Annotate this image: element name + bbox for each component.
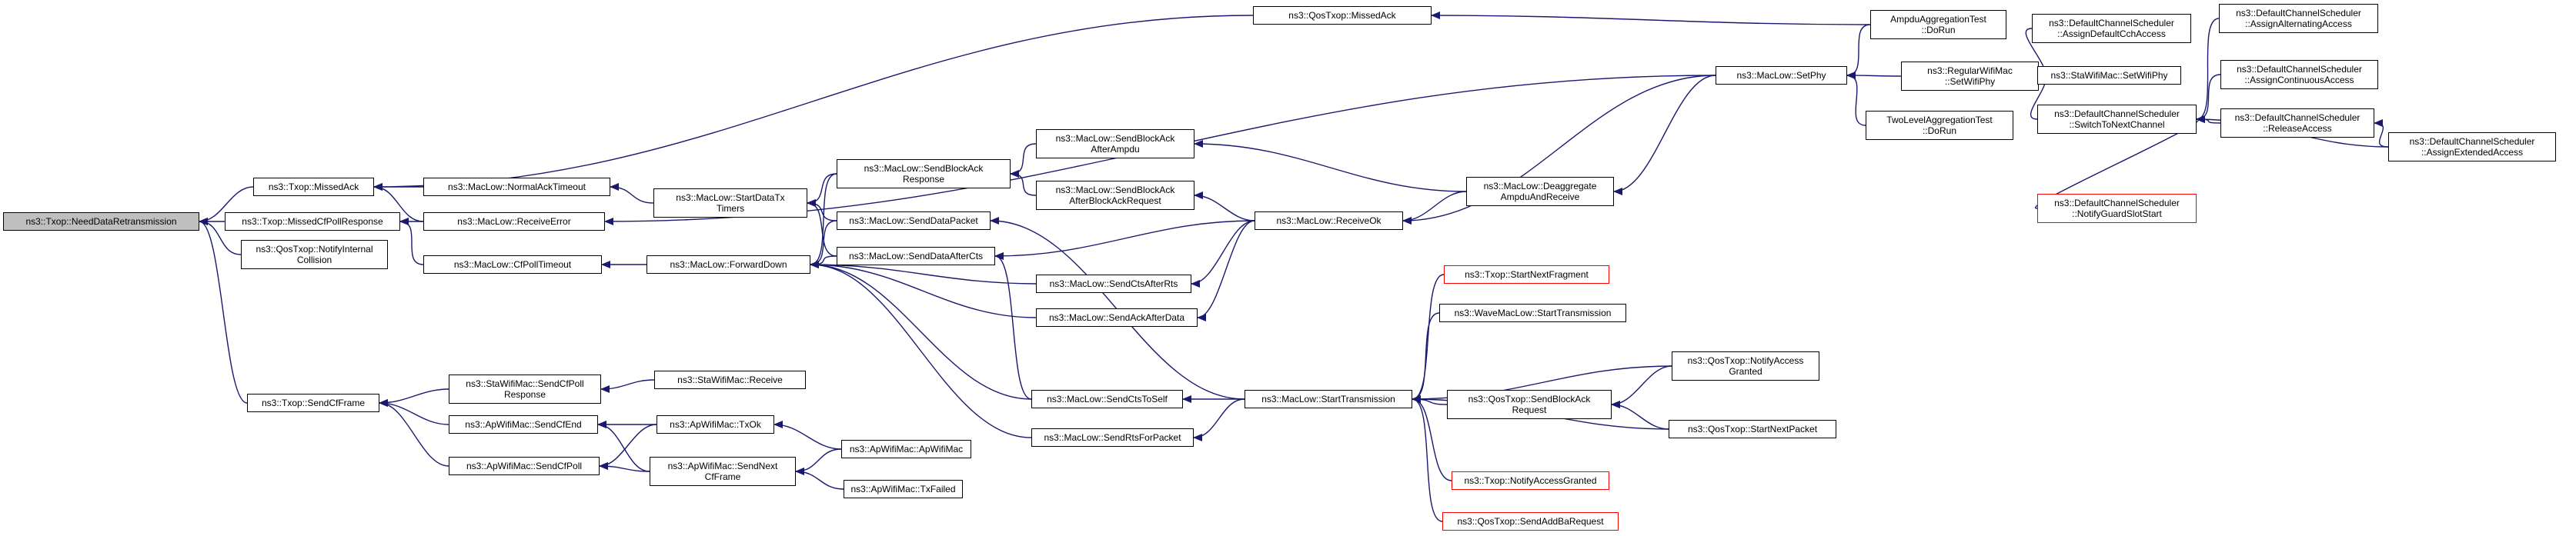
node-scheduler-assign-extended-access[interactable]: ns3::DefaultChannelScheduler ::AssignExt…	[2388, 132, 2556, 161]
node-txop-send-cf-frame[interactable]: ns3::Txop::SendCfFrame	[247, 394, 379, 412]
edge-n16-to-n11	[599, 462, 650, 472]
edge-n11-to-n4	[379, 399, 449, 467]
node-txop-start-next-fragment[interactable]: ns3::Txop::StartNextFragment	[1444, 265, 1609, 284]
edge-n49-to-n47	[2374, 119, 2389, 148]
node-apwifimac-send-cf-end[interactable]: ns3::ApWifiMac::SendCfEnd	[449, 415, 598, 434]
edge-n45-to-n44	[2196, 18, 2220, 123]
edge-n29-to-n27	[1197, 220, 1255, 321]
edge-n9-to-n4	[379, 388, 449, 407]
node-maclow-deaggregate-ampdu-and-receive[interactable]: ns3::MacLow::Deaggregate AmpduAndReceive	[1466, 177, 1614, 206]
edge-n18-to-n12	[807, 199, 837, 221]
node-maclow-start-data-tx-timers[interactable]: ns3::MacLow::StartDataTx Timers	[653, 188, 807, 218]
edge-n17-to-n13	[810, 173, 837, 268]
node-maclow-normal-ack-timeout[interactable]: ns3::MacLow::NormalAckTimeout	[423, 178, 610, 196]
edge-n19-to-n12	[807, 199, 837, 257]
node-scheduler-notify-guard-slot-start[interactable]: ns3::DefaultChannelScheduler ::NotifyGua…	[2037, 194, 2197, 223]
edge-n16-to-n10	[597, 421, 650, 472]
edge-n27-to-n13	[810, 261, 1037, 318]
node-scheduler-assign-alternating-access[interactable]: ns3::DefaultChannelScheduler ::AssignAlt…	[2219, 4, 2378, 33]
call-edges	[199, 12, 2389, 522]
node-qostxop-start-next-packet[interactable]: ns3::QosTxop::StartNextPacket	[1669, 420, 1836, 438]
edge-n35-to-n28	[1412, 395, 1452, 481]
edge-n22-to-n16	[795, 448, 842, 475]
node-stawifimac-receive[interactable]: ns3::StaWifiMac::Receive	[654, 371, 806, 389]
edge-n25-to-n17	[1010, 170, 1037, 196]
node-maclow-send-block-ack-response[interactable]: ns3::MacLow::SendBlockAck Response	[837, 159, 1011, 188]
edge-n41-to-n34	[1611, 401, 1669, 430]
node-maclow-send-rts-for-packet[interactable]: ns3::MacLow::SendRtsForPacket	[1031, 428, 1194, 447]
edge-n29-to-n19	[994, 220, 1255, 260]
node-maclow-set-phy[interactable]: ns3::MacLow::SetPhy	[1716, 66, 1847, 85]
edge-n46-to-n44	[2196, 74, 2221, 123]
node-qostxop-send-add-ba-request[interactable]: ns3::QosTxop::SendAddBaRequest	[1442, 512, 1619, 531]
edge-n30-to-n29	[1402, 191, 1467, 225]
node-ampdu-aggregation-test-do-run[interactable]: AmpduAggregationTest ::DoRun	[1870, 10, 2006, 39]
node-maclow-send-block-ack-after-ampdu[interactable]: ns3::MacLow::SendBlockAck AfterAmpdu	[1036, 129, 1194, 158]
node-txop-missed-cf-poll-response[interactable]: ns3::Txop::MissedCfPollResponse	[225, 212, 400, 231]
edge-n39-to-n31	[1846, 72, 1866, 126]
edge-n40-to-n34	[1611, 365, 1672, 408]
edge-n28-to-n21	[1193, 398, 1245, 441]
node-two-level-aggregation-test-do-run[interactable]: TwoLevelAggregationTest ::DoRun	[1866, 111, 2013, 140]
node-maclow-send-ack-after-data[interactable]: ns3::MacLow::SendAckAfterData	[1036, 308, 1198, 327]
node-maclow-start-transmission[interactable]: ns3::MacLow::StartTransmission	[1245, 390, 1412, 408]
edge-n21-to-n13	[810, 261, 1032, 438]
node-apwifimac-send-next-cf-frame[interactable]: ns3::ApWifiMac::SendNext CfFrame	[650, 457, 796, 486]
edge-n31-to-n30	[1613, 75, 1716, 195]
edge-n20-to-n13	[810, 261, 1032, 400]
node-txop-missed-ack[interactable]: ns3::Txop::MissedAck	[253, 178, 374, 196]
node-apwifimac-tx-failed[interactable]: ns3::ApWifiMac::TxFailed	[844, 480, 963, 498]
edge-n31-to-n29	[1402, 75, 1716, 225]
node-maclow-send-data-after-cts[interactable]: ns3::MacLow::SendDataAfterCts	[837, 247, 995, 265]
node-txop-need-data-retransmission: ns3::Txop::NeedDataRetransmission	[3, 212, 199, 231]
node-qostxop-notify-access-granted[interactable]: ns3::QosTxop::NotifyAccess Granted	[1672, 351, 1819, 381]
edge-n7-to-n1	[373, 183, 424, 222]
node-scheduler-assign-continuous-access[interactable]: ns3::DefaultChannelScheduler ::AssignCon…	[2220, 60, 2378, 89]
edge-n8-to-n2	[399, 218, 424, 265]
edge-n36-to-n28	[1412, 395, 1443, 522]
node-apwifimac-constructor[interactable]: ns3::ApWifiMac::ApWifiMac	[841, 440, 971, 458]
node-wavemaclow-start-transmission[interactable]: ns3::WaveMacLow::StartTransmission	[1439, 304, 1626, 322]
edge-n26-to-n13	[810, 261, 1037, 285]
node-stawifimac-send-cf-poll-response[interactable]: ns3::StaWifiMac::SendCfPoll Response	[449, 375, 601, 404]
node-stawifimac-set-wifi-phy[interactable]: ns3::StaWifiMac::SetWifiPhy	[2037, 66, 2181, 85]
edge-n24-to-n17	[1010, 143, 1037, 178]
edge-n29-to-n26	[1191, 220, 1255, 288]
node-regularwifimac-set-wifi-phy[interactable]: ns3::RegularWifiMac ::SetWifiPhy	[1901, 62, 2039, 91]
edge-n37-to-n5	[1431, 12, 1871, 25]
edge-n37-to-n31	[1846, 24, 1871, 79]
edge-n17-to-n12	[807, 173, 837, 207]
node-apwifimac-tx-ok[interactable]: ns3::ApWifiMac::TxOk	[657, 415, 774, 434]
node-maclow-send-data-packet[interactable]: ns3::MacLow::SendDataPacket	[837, 211, 991, 230]
edge-n4-to-n0	[199, 218, 248, 404]
node-maclow-send-block-ack-after-block-ack-request[interactable]: ns3::MacLow::SendBlockAck AfterBlockAckR…	[1036, 181, 1194, 210]
node-maclow-send-cts-to-self[interactable]: ns3::MacLow::SendCtsToSelf	[1031, 390, 1183, 408]
edge-n38-to-n31	[1846, 72, 1902, 80]
node-maclow-send-cts-after-rts[interactable]: ns3::MacLow::SendCtsAfterRts	[1036, 275, 1191, 293]
edge-n23-to-n16	[795, 468, 844, 490]
node-scheduler-release-access[interactable]: ns3::DefaultChannelScheduler ::ReleaseAc…	[2220, 108, 2374, 138]
edge-n14-to-n9	[600, 379, 655, 393]
node-scheduler-assign-default-cch-access[interactable]: ns3::DefaultChannelScheduler ::AssignDef…	[2032, 14, 2191, 43]
node-maclow-receive-ok[interactable]: ns3::MacLow::ReceiveOk	[1255, 211, 1403, 230]
edge-n30-to-n24	[1194, 140, 1467, 192]
node-qostxop-missed-ack[interactable]: ns3::QosTxop::MissedAck	[1253, 6, 1432, 25]
node-maclow-receive-error[interactable]: ns3::MacLow::ReceiveError	[423, 212, 605, 231]
edge-n32-to-n28	[1412, 274, 1445, 403]
edge-n5-to-n1	[373, 15, 1254, 191]
node-qostxop-send-block-ack-request[interactable]: ns3::QosTxop::SendBlockAck Request	[1447, 390, 1612, 419]
node-maclow-cf-poll-timeout[interactable]: ns3::MacLow::CfPollTimeout	[423, 255, 602, 274]
edge-n22-to-n15	[773, 421, 842, 450]
edge-n29-to-n25	[1194, 191, 1255, 221]
edge-n15-to-n11	[599, 424, 657, 470]
node-txop-notify-access-granted[interactable]: ns3::Txop::NotifyAccessGranted	[1452, 471, 1609, 490]
node-qostxop-notify-internal-collision[interactable]: ns3::QosTxop::NotifyInternal Collision	[241, 240, 388, 269]
node-scheduler-switch-to-next-channel[interactable]: ns3::DefaultChannelScheduler ::SwitchToN…	[2037, 105, 2197, 134]
edge-n20-to-n19	[994, 252, 1032, 400]
node-apwifimac-send-cf-poll[interactable]: ns3::ApWifiMac::SendCfPoll	[449, 457, 600, 475]
node-maclow-forward-down[interactable]: ns3::MacLow::ForwardDown	[647, 255, 810, 274]
edge-n12-to-n6	[610, 183, 654, 204]
edge-n33-to-n28	[1412, 312, 1440, 403]
